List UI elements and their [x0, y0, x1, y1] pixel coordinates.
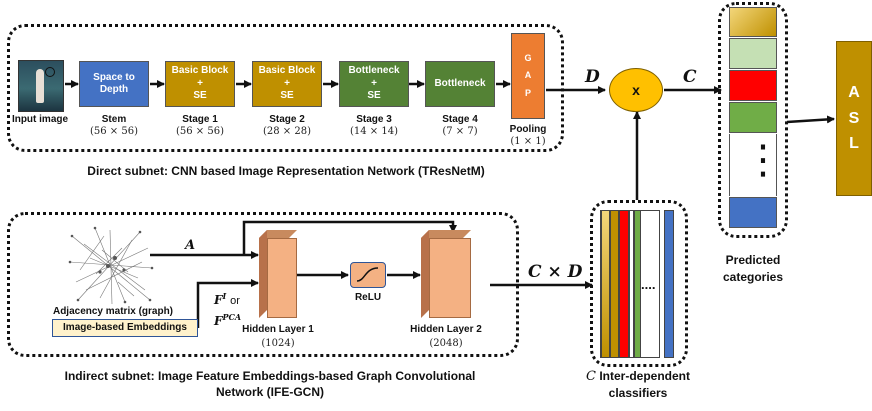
stage1-label: Stage 1	[182, 114, 218, 125]
indirect-subnet-caption: Indirect subnet: Image Feature Embedding…	[64, 369, 476, 399]
predictions-label: Predicted categories	[722, 253, 784, 284]
fi-line: FI or	[214, 288, 241, 309]
feature-input-label: FI or FPCA	[214, 288, 241, 329]
hidden-layer-1-box	[259, 230, 297, 318]
relu-block	[350, 262, 386, 288]
hidden-layer-2-front	[429, 238, 471, 318]
multiply-symbol: x	[632, 82, 640, 98]
stage1-dimension: (56 × 56)	[176, 126, 224, 137]
hidden-layer-2-dimension: (2048)	[429, 338, 463, 349]
input-image-thumbnail	[18, 60, 64, 112]
prediction-cell-4	[729, 102, 777, 133]
hidden-layer-2-side	[421, 230, 429, 318]
hidden-layer-2-box	[421, 230, 471, 318]
prediction-ellipsis: ⋮	[743, 138, 783, 182]
fpca-sup: PCA	[222, 312, 242, 322]
direct-subnet-caption: Direct subnet: CNN based Image Represent…	[87, 164, 485, 178]
classifiers-c-prefix: C	[586, 369, 596, 384]
tennis-player-figure	[36, 69, 44, 103]
hidden-layer-2-top	[421, 230, 471, 238]
stem-dimension: (56 × 56)	[90, 126, 138, 137]
classifier-ellipsis: ....	[641, 277, 656, 292]
adjacency-label: Adjacency matrix (graph)	[52, 306, 174, 317]
stem-block: Space to Depth	[79, 61, 149, 107]
prediction-cell-3	[729, 70, 777, 101]
hidden-layer-1-dimension: (1024)	[261, 338, 295, 349]
prediction-cell-1	[729, 7, 777, 37]
image-embeddings-box: Image-based Embeddings	[52, 319, 198, 337]
stage3-block: Bottleneck + SE	[339, 61, 409, 107]
gap-block: G A P	[511, 33, 545, 119]
prediction-cell-gap	[729, 134, 777, 196]
prediction-cell-last	[729, 197, 777, 228]
classifier-strip-4	[629, 211, 634, 357]
cd-label: C × D	[528, 262, 583, 282]
stem-label: Stem	[101, 114, 127, 125]
stage2-dimension: (28 × 28)	[263, 126, 311, 137]
classifiers-caption: C Inter-dependent classifiers	[584, 368, 692, 401]
prediction-cell-2	[729, 38, 777, 69]
stage1-block: Basic Block + SE	[165, 61, 235, 107]
indirect-subnet-frame	[7, 212, 519, 357]
stage2-block: Basic Block + SE	[252, 61, 322, 107]
classifier-strip-last	[664, 210, 674, 358]
classifier-strip-3	[619, 211, 629, 357]
c-label: C	[683, 67, 697, 87]
stage4-block: Bottleneck	[425, 61, 495, 107]
classifiers-frame	[590, 200, 688, 367]
stage3-label: Stage 3	[356, 114, 392, 125]
multiply-node: x	[609, 68, 663, 112]
stage3-dimension: (14 × 14)	[350, 126, 398, 137]
hidden-layer-1-side	[259, 230, 267, 318]
pooling-label: Pooling	[509, 124, 547, 135]
hidden-layer-1-top	[259, 230, 297, 238]
fi-sup: I	[222, 291, 227, 301]
input-image-label: Input image	[11, 114, 69, 125]
relu-curve-icon	[356, 267, 379, 282]
arrow-predictions-to-asl	[786, 115, 835, 124]
racket-shape	[45, 67, 55, 77]
classifiers-label: Inter-dependent classifiers	[599, 369, 690, 400]
pooling-dimension: (1 × 1)	[510, 136, 546, 147]
hidden-layer-1-label: Hidden Layer 1	[242, 324, 314, 335]
fpca-line: FPCA	[214, 309, 241, 329]
hidden-layer-2-label: Hidden Layer 2	[410, 324, 482, 335]
classifier-strip-5	[634, 211, 641, 357]
d-label: D	[585, 67, 600, 87]
hidden-layer-1-front	[267, 238, 297, 318]
arrow-embeddings-to-hidden1	[196, 279, 259, 328]
stage2-label: Stage 2	[269, 114, 305, 125]
direct-subnet-frame	[7, 24, 564, 152]
arrow-adjacency-skip-to-hidden2	[242, 220, 457, 255]
f-or: or	[230, 295, 240, 307]
classifier-strip-1	[601, 211, 610, 357]
predictions-frame	[718, 2, 788, 238]
classifier-matrix	[600, 210, 660, 358]
classifier-strip-2	[610, 211, 619, 357]
stage4-dimension: (7 × 7)	[442, 126, 478, 137]
relu-label: ReLU	[354, 292, 382, 303]
asl-block: A S L	[836, 41, 872, 196]
fi-main: F	[214, 293, 223, 307]
fpca-main: F	[214, 314, 223, 328]
stage4-label: Stage 4	[442, 114, 478, 125]
a-label: A	[185, 238, 196, 253]
